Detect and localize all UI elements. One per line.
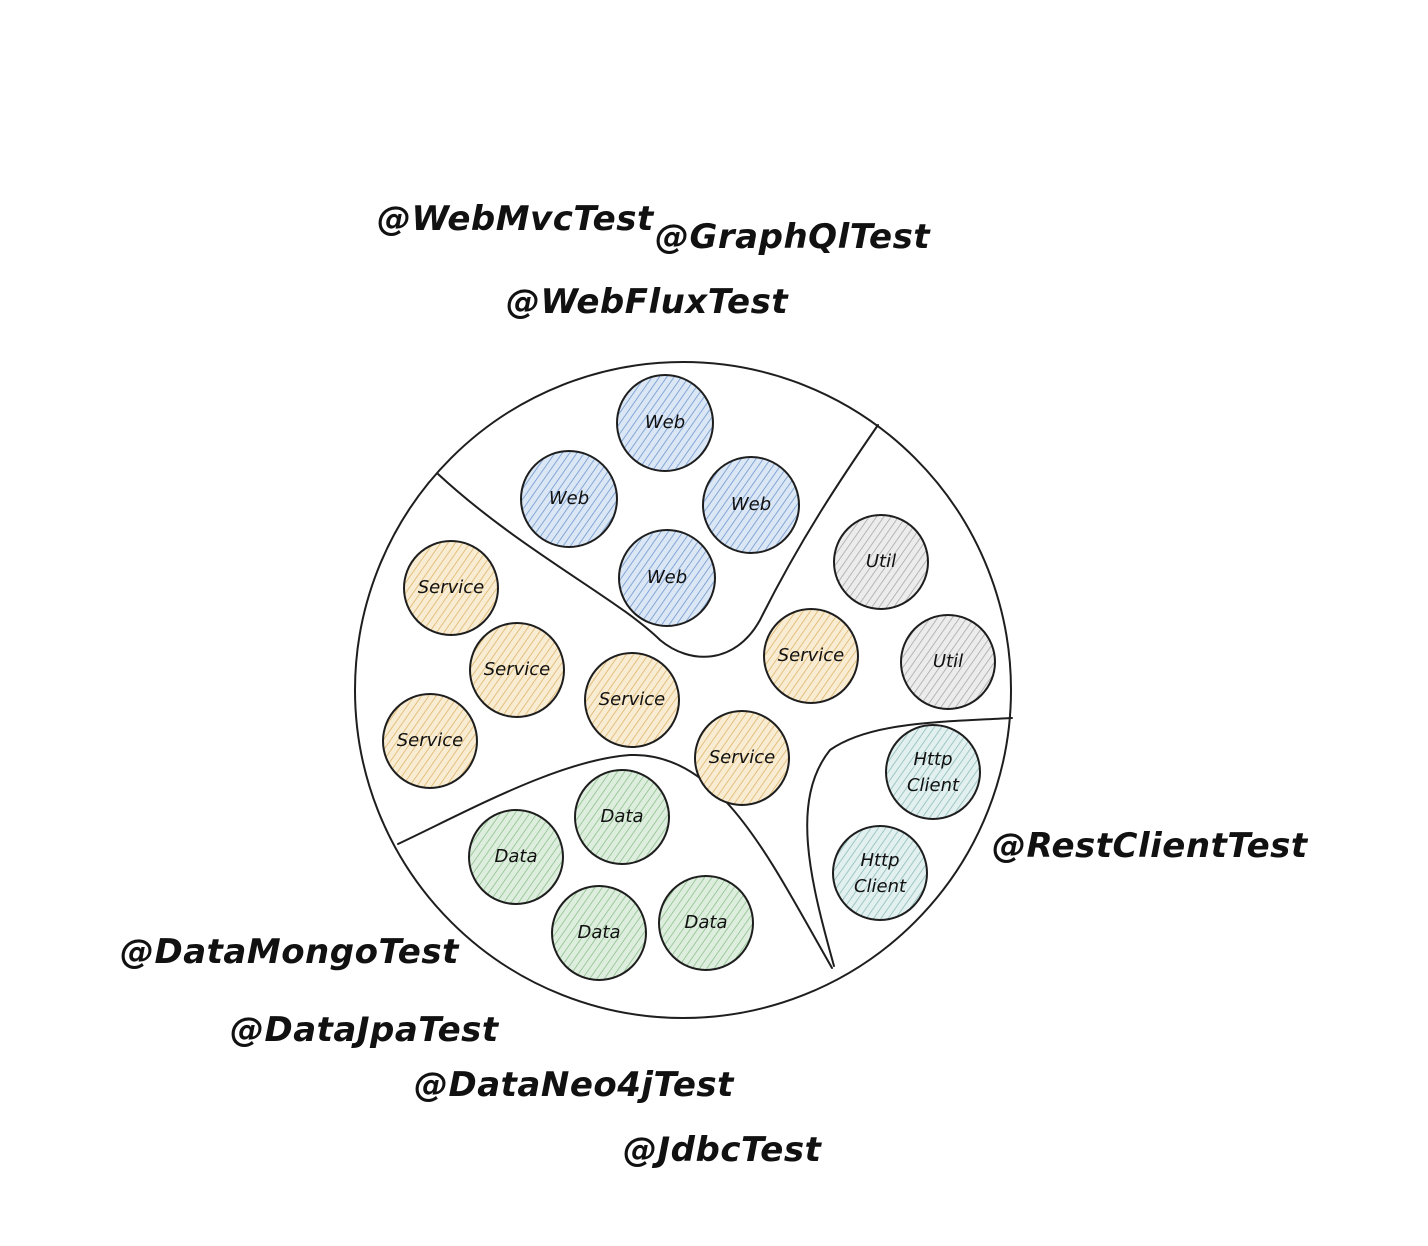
data-neo4j-test-annotation: @DataNeo4jTest <box>414 1065 735 1105</box>
data-node-circle <box>468 809 564 905</box>
graphql-test-annotation: @GraphQlTest <box>655 217 931 257</box>
data-node: Data <box>574 769 670 865</box>
service-node-label: Service <box>599 689 666 710</box>
data-node: Data <box>658 875 754 971</box>
data-node-circle <box>574 769 670 865</box>
data-node-label: Data <box>685 912 728 933</box>
service-node-label: Service <box>418 577 485 598</box>
web-node: Web <box>618 529 716 627</box>
service-node-circle <box>694 710 790 806</box>
web-node: Web <box>616 374 714 472</box>
web-flux-test-annotation: @WebFluxTest <box>506 282 789 322</box>
service-node: Service <box>403 540 499 636</box>
data-node-circle <box>658 875 754 971</box>
service-node: Service <box>694 710 790 806</box>
web-mvc-test-annotation: @WebMvcTest <box>377 199 655 239</box>
service-node: Service <box>584 652 680 748</box>
web-node-label: Web <box>645 412 685 433</box>
service-node-circle <box>763 608 859 704</box>
util-node-circle <box>900 614 996 710</box>
web-node: Web <box>520 450 618 548</box>
web-node: Web <box>702 456 800 554</box>
web-node-circle <box>618 529 716 627</box>
data-slice-boundary <box>397 753 833 969</box>
application-boundary-circle <box>354 361 1012 1019</box>
service-node-circle <box>403 540 499 636</box>
data-node-circle <box>551 885 647 981</box>
web-node-label: Web <box>731 494 771 515</box>
http-client-node-label-line1: Http <box>913 749 952 770</box>
data-node: Data <box>551 885 647 981</box>
service-node-label: Service <box>778 645 845 666</box>
service-node-label: Service <box>709 747 776 768</box>
service-node-label: Service <box>484 659 551 680</box>
web-node-circle <box>616 374 714 472</box>
data-jpa-test-annotation: @DataJpaTest <box>230 1010 500 1050</box>
web-node-circle <box>702 456 800 554</box>
service-node-label: Service <box>397 730 464 751</box>
service-node-circle <box>469 622 565 718</box>
util-node-label: Util <box>933 651 963 672</box>
http-client-node-label-line1: Http <box>860 850 899 871</box>
http-client-node: Http Client <box>832 825 928 921</box>
http-client-slice-boundary <box>806 717 1013 967</box>
web-node-label: Web <box>549 488 589 509</box>
service-node-circle <box>584 652 680 748</box>
data-node-label: Data <box>601 806 644 827</box>
data-node: Data <box>468 809 564 905</box>
web-node-circle <box>520 450 618 548</box>
data-node-label: Data <box>495 846 538 867</box>
service-node-circle <box>382 693 478 789</box>
service-node: Service <box>469 622 565 718</box>
util-node: Util <box>833 514 929 610</box>
http-client-node-label-line2: Client <box>907 775 960 796</box>
util-node-label: Util <box>866 551 896 572</box>
http-client-node-label-line2: Client <box>854 876 907 897</box>
web-slice-boundary <box>437 424 879 658</box>
data-node-label: Data <box>578 922 621 943</box>
service-node: Service <box>763 608 859 704</box>
web-node-label: Web <box>647 567 687 588</box>
http-client-node: Http Client <box>885 724 981 820</box>
http-client-node-circle <box>885 724 981 820</box>
http-client-node-circle <box>832 825 928 921</box>
data-mongo-test-annotation: @DataMongoTest <box>120 932 460 972</box>
service-node: Service <box>382 693 478 789</box>
rest-client-test-annotation: @RestClientTest <box>992 826 1309 866</box>
util-node-circle <box>833 514 929 610</box>
jdbc-test-annotation: @JdbcTest <box>623 1130 823 1170</box>
util-node: Util <box>900 614 996 710</box>
